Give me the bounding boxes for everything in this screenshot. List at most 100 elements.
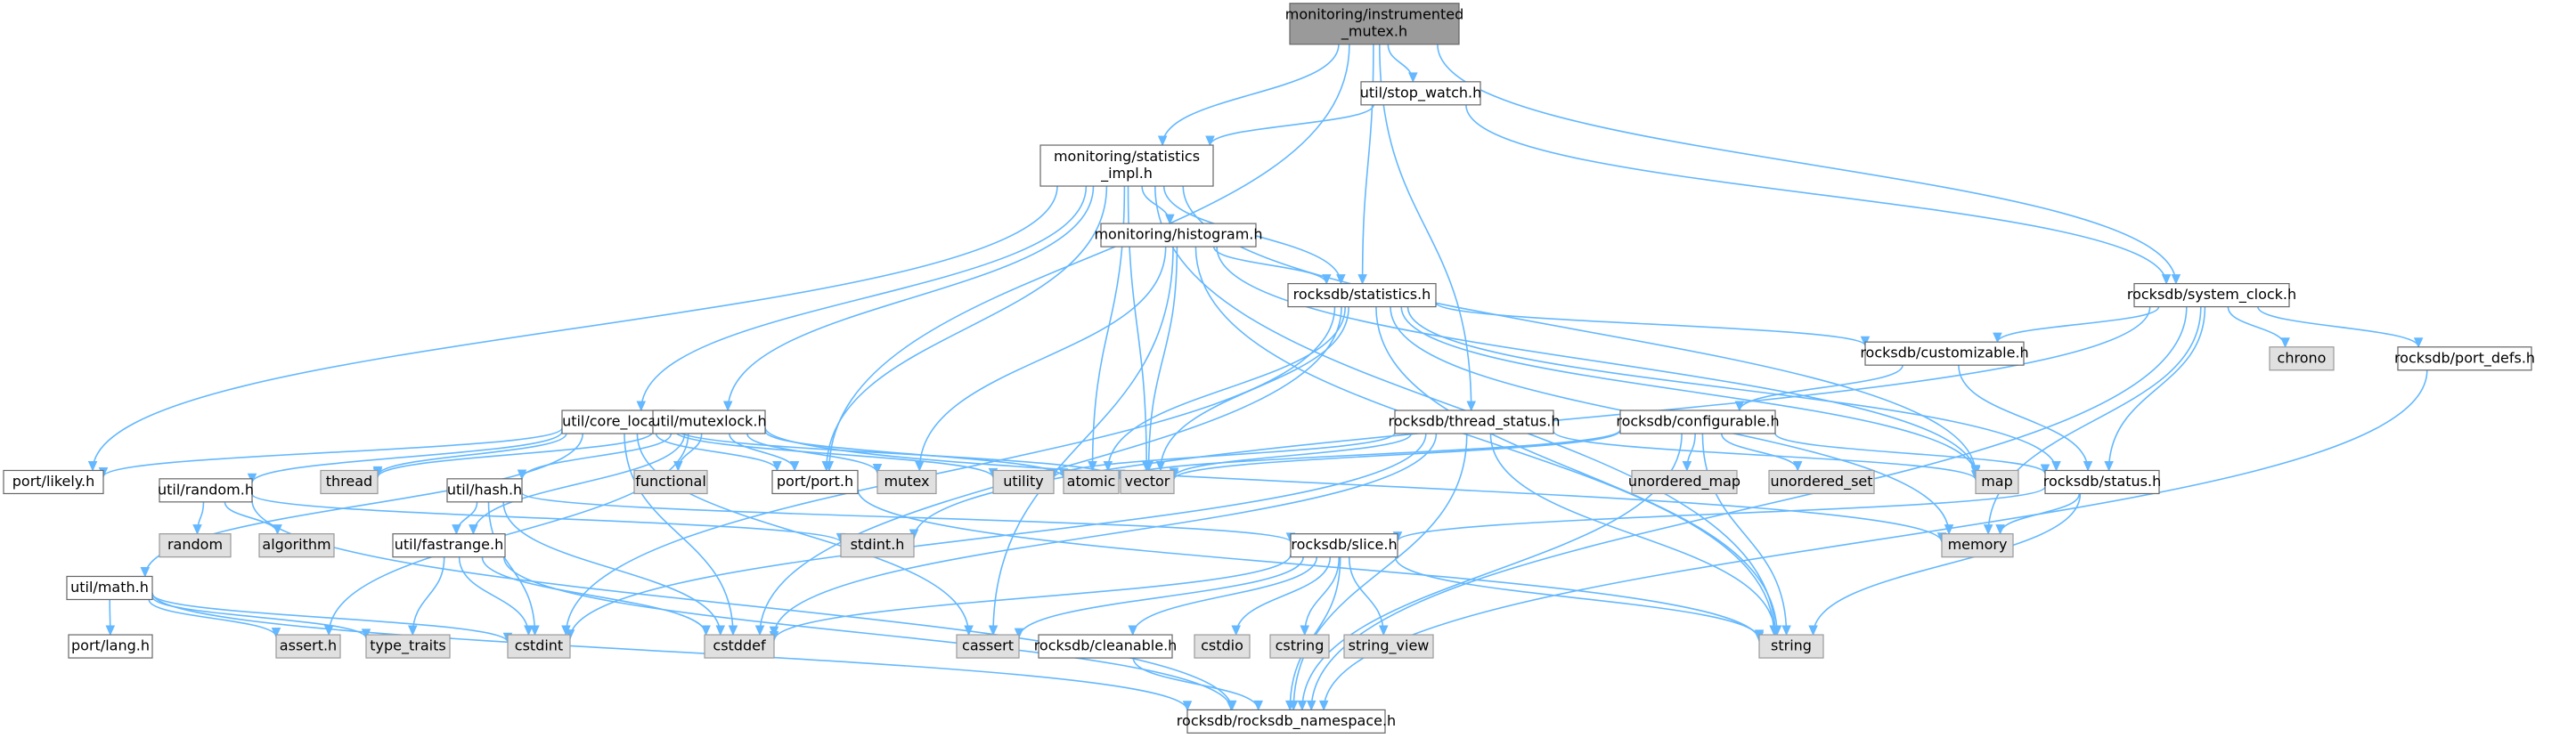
arrowhead-mutexlock-to-hash <box>517 469 527 481</box>
edge-root-to-statimpl <box>1162 44 1340 146</box>
arrowhead-slice-to-cstdio <box>1231 625 1241 637</box>
node-box-cstring <box>1269 634 1330 659</box>
node-memory: memory <box>1941 533 2014 558</box>
node-mathh[interactable]: util/math.h <box>66 575 153 601</box>
node-statimpl[interactable]: monitoring/statistics_impl.h <box>1039 144 1214 187</box>
arrowhead-mutexlock-to-fastrange <box>469 524 478 535</box>
edge-corelocal-to-portlikely <box>102 426 563 478</box>
arrowhead-statistics-to-cstddef <box>754 625 765 637</box>
edge-stopwatch-to-statimpl <box>1209 104 1374 146</box>
node-status[interactable]: rocksdb/status.h <box>2043 469 2162 495</box>
edge-sysclock-to-status <box>2107 306 2206 471</box>
edge-slice-to-cstdio <box>1235 556 1332 636</box>
node-stringview: string_view <box>1343 634 1434 659</box>
arrowhead-fastrange-to-cstddef <box>701 625 711 637</box>
node-chrono: chrono <box>2269 346 2335 371</box>
arrowhead-slice-to-cstring <box>1300 625 1310 637</box>
node-threadstatus[interactable]: rocksdb/thread_status.h <box>1389 410 1561 434</box>
node-portport[interactable]: port/port.h <box>771 469 859 495</box>
node-portdefs[interactable]: rocksdb/port_defs.h <box>2394 346 2535 371</box>
edge-mutexlock-to-fastrange <box>472 433 686 534</box>
edge-threadstatus-to-map <box>1553 430 1977 481</box>
node-box-unorderedset <box>1768 469 1875 495</box>
node-cstddef: cstddef <box>704 634 775 659</box>
arrowhead-slice-to-namespace <box>1285 700 1295 711</box>
node-box-map <box>1975 469 2019 495</box>
arrowhead-statistics-to-customizable <box>1860 336 1871 347</box>
arrowhead-sysclock-to-chrono <box>2280 337 2290 349</box>
edge-random-to-namespace <box>251 499 1233 710</box>
edge-statistics-to-customizable <box>1435 302 1866 346</box>
node-label-threadstatus: rocksdb/thread_status.h <box>1389 413 1561 431</box>
node-functional: functional <box>633 469 708 495</box>
node-atomic: atomic <box>1063 469 1120 495</box>
arrowhead-slice-to-cassert <box>1014 628 1024 639</box>
node-slice[interactable]: rocksdb/slice.h <box>1290 533 1398 558</box>
node-box-root <box>1289 3 1460 45</box>
node-cleanable[interactable]: rocksdb/cleanable.h <box>1034 634 1178 659</box>
edge-configurable-to-string <box>1701 433 1788 636</box>
node-sysclock[interactable]: rocksdb/system_clock.h <box>2127 282 2296 308</box>
node-mutexlock[interactable]: util/mutexlock.h <box>651 410 767 434</box>
node-box-hash <box>446 478 523 503</box>
node-portlang[interactable]: port/lang.h <box>68 634 153 659</box>
node-label-chrono: chrono <box>2278 349 2327 366</box>
arrowhead-hash-to-fastrange <box>452 524 461 535</box>
arrowhead-histogram-to-cassert <box>988 625 999 637</box>
arrowhead-mathh-to-asserth <box>271 627 281 638</box>
node-portlikely[interactable]: port/likely.h <box>3 469 104 495</box>
node-box-cstdint <box>507 634 571 659</box>
arrowhead-root-to-threadstatus <box>1466 401 1477 412</box>
edge-threadstatus-to-cstdint <box>569 433 1427 639</box>
edge-statistics-to-atomic <box>1107 306 1346 471</box>
arrowhead-sysclock-to-status <box>2104 460 2114 472</box>
node-label-cstddef: cstddef <box>713 637 766 654</box>
arrowhead-statimpl-to-statistics <box>1336 274 1346 285</box>
edge-fastrange-to-typetraits <box>412 556 445 636</box>
node-fastrange[interactable]: util/fastrange.h <box>392 533 506 558</box>
arrowhead-customizable-to-status <box>2083 460 2093 472</box>
arrowhead-statimpl-to-mutexlock <box>722 401 733 412</box>
node-customizable[interactable]: rocksdb/customizable.h <box>1860 341 2029 366</box>
edge-statimpl-to-mutexlock <box>727 185 1095 411</box>
node-namespace[interactable]: rocksdb/rocksdb_namespace.h <box>1177 709 1396 734</box>
node-configurable[interactable]: rocksdb/configurable.h <box>1616 410 1780 434</box>
node-box-histogram <box>1100 223 1257 247</box>
arrowhead-root-to-statistics <box>1357 274 1367 285</box>
node-label-portport: port/port.h <box>777 473 853 490</box>
node-box-mutexlock <box>652 410 766 434</box>
arrowhead-corelocal-to-portport <box>772 460 782 472</box>
edge-mutexlock-to-atomic <box>764 430 1064 478</box>
node-label-cstdio: cstdio <box>1201 637 1243 654</box>
node-label-sysclock: rocksdb/system_clock.h <box>2127 286 2296 304</box>
node-randomstd: random <box>159 533 232 558</box>
node-label-string: string <box>1771 637 1812 654</box>
edge-sysclock-to-portdefs <box>2257 306 2419 348</box>
arrowhead-configurable-to-namespace <box>1297 700 1308 711</box>
edge-mutexlock-to-memory <box>764 426 1943 542</box>
node-cassert: cassert <box>956 634 1020 659</box>
node-root[interactable]: monitoring/instrumented_mutex.h <box>1285 3 1464 45</box>
node-label-root: monitoring/instrumented <box>1285 6 1464 23</box>
arrowhead-hash-to-cstddef <box>715 625 726 637</box>
node-label-portdefs: rocksdb/port_defs.h <box>2394 349 2535 367</box>
edge-fastrange-to-namespace <box>503 556 1232 710</box>
node-label-stdinth: stdint.h <box>851 536 905 553</box>
edge-root-to-sysclock <box>1437 44 2177 284</box>
edge-root-to-statistics <box>1361 44 1374 284</box>
node-label-utility: utility <box>1003 473 1044 490</box>
edge-statimpl-to-corelocal <box>640 185 1088 411</box>
node-random[interactable]: util/random.h <box>158 478 254 503</box>
arrowhead-configurable-to-status <box>2040 464 2050 475</box>
node-histogram[interactable]: monitoring/histogram.h <box>1094 223 1263 247</box>
node-label-configurable: rocksdb/configurable.h <box>1616 413 1779 430</box>
node-hash[interactable]: util/hash.h <box>446 478 523 503</box>
node-corelocal[interactable]: util/core_local.h <box>561 410 675 434</box>
node-box-fastrange <box>392 533 506 558</box>
arrowhead-root-to-stopwatch <box>1408 72 1418 84</box>
node-statistics[interactable]: rocksdb/statistics.h <box>1287 282 1437 308</box>
edge-hash-to-cstdint <box>487 501 536 636</box>
node-stopwatch[interactable]: util/stop_watch.h <box>1360 81 1482 106</box>
arrowhead-random-to-randomstd <box>192 524 202 535</box>
